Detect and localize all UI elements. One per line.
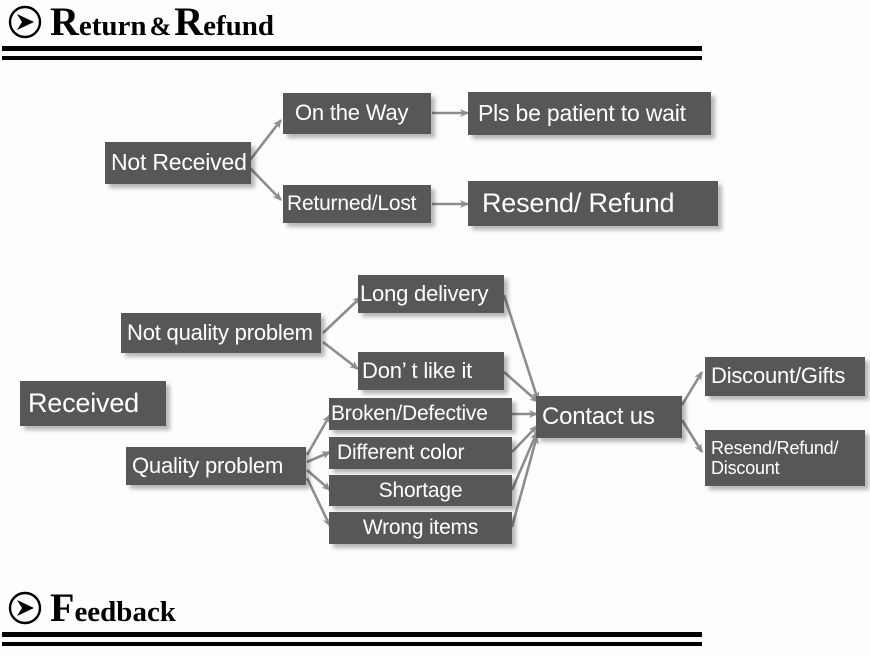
title-cap-2: R <box>174 0 204 44</box>
node-quality-problem[interactable]: Quality problem <box>126 447 306 485</box>
section-header-return-refund: Return&Refund <box>0 0 870 70</box>
footer-rule-bottom <box>2 642 702 646</box>
circled-arrow-icon <box>8 5 42 39</box>
title-rest-1: eturn <box>78 10 147 42</box>
node-on-the-way[interactable]: On the Way <box>283 93 431 134</box>
node-shortage[interactable]: Shortage <box>329 475 512 506</box>
header-rule-top <box>2 46 702 51</box>
node-contact-us[interactable]: Contact us <box>536 396 682 438</box>
section-header-feedback: Feedback <box>0 586 870 656</box>
node-not-received[interactable]: Not Received <box>105 142 251 184</box>
footer-title-rest: eedback <box>74 596 176 628</box>
outcome-line-2: Discount <box>711 458 780 478</box>
node-returned-lost[interactable]: Returned/Lost <box>283 185 431 223</box>
node-resend-refund-discount[interactable]: Resend/Refund/ Discount <box>705 430 865 486</box>
title-rest-2: efund <box>203 10 275 42</box>
footer-title: Feedback <box>50 588 176 628</box>
title-ampersand: & <box>149 12 172 41</box>
header-rule-bottom <box>2 56 702 60</box>
node-long-delivery[interactable]: Long delivery <box>358 275 504 313</box>
footer-title-cap: F <box>50 585 75 630</box>
node-broken-defective[interactable]: Broken/Defective <box>329 398 512 430</box>
title-cap-1: R <box>50 0 79 44</box>
node-wrong-items[interactable]: Wrong items <box>329 512 512 544</box>
node-discount-gifts[interactable]: Discount/Gifts <box>705 357 865 396</box>
node-pls-be-patient-to-wait[interactable]: Pls be patient to wait <box>468 92 711 135</box>
outcome-line-1: Resend/Refund/ <box>711 437 839 458</box>
circled-arrow-icon <box>8 591 42 625</box>
footer-rule-top <box>2 632 702 637</box>
node-dont-like-it[interactable]: Don’ t like it <box>358 352 504 390</box>
page-title: Return&Refund <box>50 2 274 42</box>
node-resend-refund[interactable]: Resend/ Refund <box>468 181 718 226</box>
node-received[interactable]: Received <box>20 381 166 426</box>
node-not-quality-problem[interactable]: Not quality problem <box>121 313 321 353</box>
node-different-color[interactable]: Different color <box>329 437 512 469</box>
